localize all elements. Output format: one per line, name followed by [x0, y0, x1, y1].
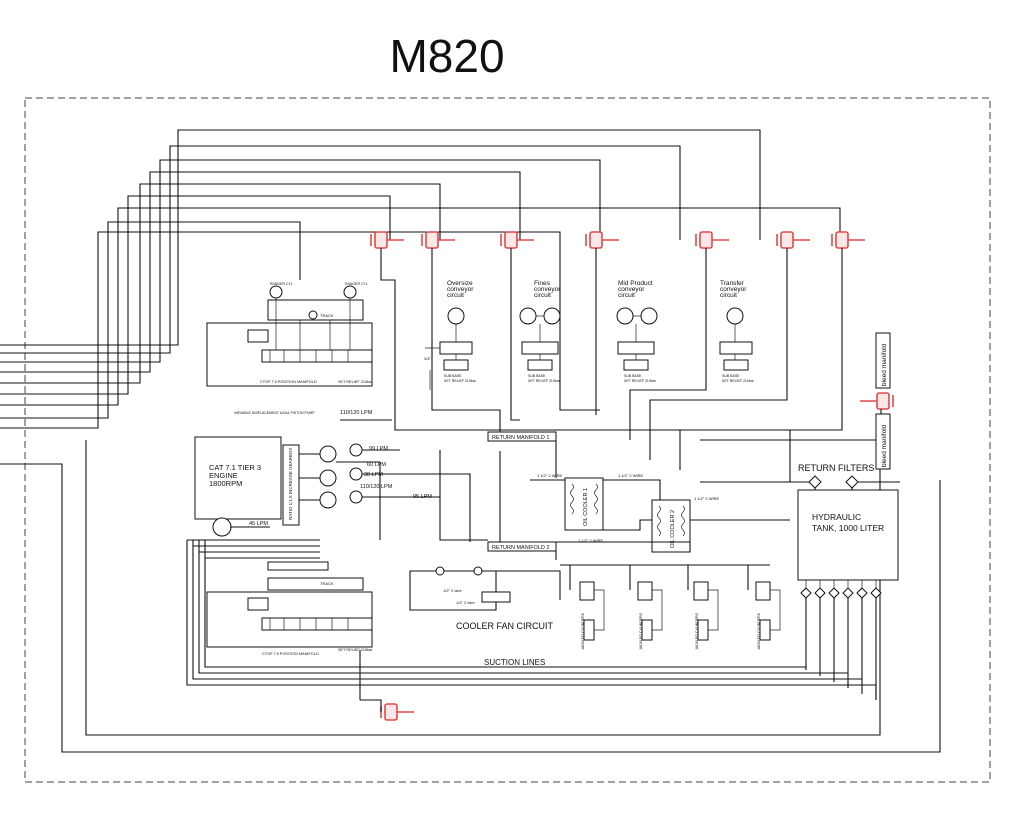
- top-manifold: TRACK RANGER CYL RANGER CYL CTOP 7.5 POS…: [206, 282, 373, 387]
- engine-label: CAT 7.1 TIER 3 ENGINE 1800RPM: [209, 463, 263, 488]
- svg-text:SET RELIEF 210bar: SET RELIEF 210bar: [624, 379, 657, 383]
- suction-lines: SUCTION LINES: [186, 539, 877, 700]
- svg-text:RETURN MANIFOLD 2: RETURN MANIFOLD 2: [492, 545, 549, 551]
- svg-text:SET RELIEF 210bar: SET RELIEF 210bar: [444, 379, 477, 383]
- svg-text:SUB BASE: SUB BASE: [624, 374, 642, 378]
- engine: CAT 7.1 TIER 3 ENGINE 1800RPM RATIO 1:1.…: [194, 411, 315, 537]
- svg-text:SET RELIEF 210bar: SET RELIEF 210bar: [338, 648, 373, 652]
- coupler-icon: [776, 231, 810, 249]
- bleed-manifold-upper: bleed manifold: [875, 332, 891, 389]
- svg-text:60 LPM: 60 LPM: [367, 462, 386, 468]
- svg-text:RANGER CYL: RANGER CYL: [270, 282, 293, 286]
- svg-text:99 LPM: 99 LPM: [369, 446, 388, 452]
- svg-text:45 LPM: 45 LPM: [249, 521, 268, 527]
- transfer-circuit: Transfer conveyor circuit SUB BASE SET R…: [719, 280, 755, 383]
- jackleg-cylinders: JACKLEG CYLINDERS JACKLEG CYLINDERS JACK…: [560, 564, 781, 650]
- svg-text:SUB BASE: SUB BASE: [444, 374, 462, 378]
- svg-text:JACKLEG CYLINDERS: JACKLEG CYLINDERS: [639, 612, 643, 650]
- cooler-fan-label: COOLER FAN CIRCUIT: [456, 621, 554, 631]
- svg-text:OIL COOLER 1: OIL COOLER 1: [583, 488, 589, 526]
- coupler-icon: [370, 231, 404, 249]
- svg-text:SET RELIEF 210bar: SET RELIEF 210bar: [722, 379, 755, 383]
- svg-text:bleed manifold: bleed manifold: [881, 343, 888, 386]
- svg-text:1 1/2" 2 WIRE: 1 1/2" 2 WIRE: [618, 473, 644, 478]
- hydraulic-tank: HYDRAULIC TANK, 1000 LITER: [797, 489, 899, 581]
- suction-filters: [800, 580, 882, 700]
- manifold-top-label: CTOP 7.5 POSITION MANIFOLD: [260, 380, 317, 384]
- svg-text:bleed manifold: bleed manifold: [881, 424, 888, 467]
- mid-product-circuit: Mid Product conveyor circuit SUB BASE SE…: [616, 280, 658, 383]
- coupler-icon: [695, 231, 729, 249]
- flow-labels: 110/120 LPM 99 LPM 60 LPM 38 LPM 110/120…: [249, 410, 432, 527]
- gearbox-label: RATIO 1:1.5 INCREASE GEARBOX: [288, 448, 293, 520]
- left-feed-lines: [0, 129, 941, 753]
- tank-label: HYDRAULIC TANK, 1000 LITER: [812, 512, 884, 533]
- svg-text:38 LPM: 38 LPM: [364, 472, 383, 478]
- svg-text:SUB BASE: SUB BASE: [528, 374, 546, 378]
- svg-text:JACKLEG CYLINDERS: JACKLEG CYLINDERS: [581, 612, 585, 650]
- mid-circuit-label: Mid Product conveyor circuit: [618, 280, 655, 299]
- svg-text:RETURN MANIFOLD 1: RETURN MANIFOLD 1: [492, 435, 549, 441]
- bleed-manifold-lower: bleed manifold: [875, 413, 891, 470]
- svg-text:110/120 LPM: 110/120 LPM: [340, 410, 373, 416]
- track-label: TRACK: [320, 313, 334, 318]
- svg-text:RANGER CYL: RANGER CYL: [345, 282, 368, 286]
- coupler-icon: [831, 231, 865, 249]
- return-filters-label: RETURN FILTERS: [798, 463, 874, 473]
- transfer-circuit-label: Transfer conveyor circuit: [720, 280, 748, 299]
- svg-text:SUB BASE: SUB BASE: [722, 374, 740, 378]
- svg-text:95 LPM: 95 LPM: [413, 494, 432, 500]
- svg-text:SET RELIEF 210bar: SET RELIEF 210bar: [528, 379, 561, 383]
- svg-text:1 1/2" 2 WIRE: 1 1/2" 2 WIRE: [537, 473, 563, 478]
- bottom-manifold: TRACK CTOP 7.5 POSITION MANIFOLD SET REL…: [206, 561, 373, 656]
- return-manifold-2: [487, 541, 557, 552]
- svg-text:1 1/2" 2 WIRE: 1 1/2" 2 WIRE: [694, 496, 720, 501]
- coupler-icon: [380, 703, 414, 721]
- svg-text:TRACK: TRACK: [320, 581, 334, 586]
- svg-text:SET RELIEF 210bar: SET RELIEF 210bar: [338, 380, 373, 384]
- pump-note: VARIABLE DISPLACEMENT AXIAL PISTON PUMP: [234, 411, 315, 415]
- return-manifold-1: [487, 431, 557, 442]
- svg-text:OIL COOLER 2: OIL COOLER 2: [670, 510, 676, 548]
- coupler-icon: [860, 392, 894, 410]
- suction-lines-label: SUCTION LINES: [484, 658, 545, 667]
- return-filters: [700, 475, 900, 490]
- svg-text:1 1/2" 2 WIRE: 1 1/2" 2 WIRE: [578, 538, 604, 543]
- oversize-circuit-label: Oversize conveyor circuit: [447, 280, 475, 299]
- svg-text:1/2" 2 wire: 1/2" 2 wire: [443, 588, 463, 593]
- oil-cooler-2: OIL COOLER 2: [651, 499, 691, 553]
- coupler-icon: [585, 231, 619, 249]
- svg-text:110/120 LPM: 110/120 LPM: [360, 484, 393, 490]
- oversize-circuit: Oversize conveyor circuit SUB BASE SET R…: [425, 280, 477, 390]
- coupler-icon: [500, 231, 534, 249]
- svg-text:JACKLEG CYLINDERS: JACKLEG CYLINDERS: [757, 612, 761, 650]
- fines-circuit-label: Fines conveyor circuit: [534, 280, 562, 299]
- manifold-bottom-label: CTOP 7.5 POSITION MANIFOLD: [262, 652, 319, 656]
- hose-labels: 1 1/2" 2 WIRE 1 1/2" 2 WIRE 1 1/2" 2 WIR…: [424, 356, 720, 605]
- svg-text:JACKLEG CYLINDERS: JACKLEG CYLINDERS: [695, 612, 699, 650]
- cooler-fan-circuit: COOLER FAN CIRCUIT: [409, 566, 561, 631]
- svg-text:1/2" 2 wire: 1/2" 2 wire: [456, 600, 476, 605]
- oil-cooler-1: OIL COOLER 1: [564, 477, 604, 531]
- fines-circuit: Fines conveyor circuit SUB BASE SET RELI…: [519, 280, 562, 383]
- coupler-icon: [421, 231, 455, 249]
- page-title: M820: [389, 30, 504, 82]
- pumps: [230, 419, 440, 528]
- svg-text:3/4": 3/4": [424, 356, 432, 361]
